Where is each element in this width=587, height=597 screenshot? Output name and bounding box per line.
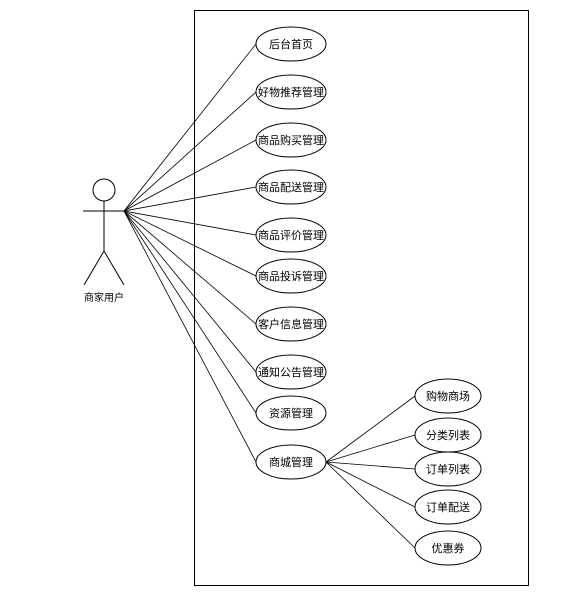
sub-association-s3 (325, 461, 416, 470)
actor-head (92, 178, 116, 202)
use-case-uc7: 客户信息管理 (255, 306, 327, 342)
association-uc9 (123, 210, 257, 414)
use-case-ellipse (255, 169, 327, 205)
use-case-label: 通知公告管理 (258, 365, 324, 379)
use-case-ellipse (255, 444, 327, 480)
sub-use-case-ellipse (414, 530, 482, 566)
use-case-ellipse (255, 26, 327, 62)
association-uc10 (123, 210, 257, 463)
sub-use-case-s5: 优惠券 (414, 530, 482, 566)
sub-use-case-ellipse (414, 378, 482, 414)
use-case-label: 客户信息管理 (258, 317, 324, 331)
association-uc8 (123, 210, 257, 373)
use-cases: 后台首页好物推荐管理商品购买管理商品配送管理商品评价管理商品投诉管理客户信息管理… (255, 26, 327, 480)
association-uc3 (123, 139, 257, 212)
actor-label: 商家用户 (84, 291, 124, 304)
use-case-uc10: 商城管理 (255, 444, 327, 480)
use-case-uc8: 通知公告管理 (255, 354, 327, 390)
use-case-ellipse (255, 74, 327, 110)
use-case-ellipse (255, 306, 327, 342)
association-uc5 (123, 210, 257, 236)
use-case-uc3: 商品购买管理 (255, 122, 327, 158)
use-case-uc2: 好物推荐管理 (255, 74, 327, 110)
actor-right-leg (103, 250, 125, 286)
association-uc1 (123, 43, 257, 212)
use-case-uc4: 商品配送管理 (255, 169, 327, 205)
use-case-label: 商品投诉管理 (258, 269, 324, 283)
sub-use-case-s2: 分类列表 (414, 417, 482, 453)
association-uc7 (123, 210, 257, 325)
use-case-label: 好物推荐管理 (258, 85, 324, 99)
use-case-label: 后台首页 (269, 37, 313, 51)
association-uc2 (123, 91, 257, 212)
sub-use-case-label: 购物商场 (426, 389, 470, 403)
use-case-label: 商品评价管理 (258, 228, 324, 242)
use-case-label: 商品购买管理 (258, 133, 324, 147)
use-case-uc5: 商品评价管理 (255, 217, 327, 253)
use-case-uc6: 商品投诉管理 (255, 258, 327, 294)
use-case-ellipse (255, 217, 327, 253)
system-boundary (194, 10, 529, 586)
sub-use-case-label: 订单列表 (426, 462, 470, 476)
association-uc6 (123, 210, 257, 277)
actor-associations (123, 43, 257, 463)
sub-use-case-ellipse (414, 489, 482, 525)
sub-associations (325, 395, 416, 549)
actor-figure (83, 178, 125, 286)
use-case-label: 商品配送管理 (258, 180, 324, 194)
actor-left-leg (83, 250, 105, 286)
use-case-uc1: 后台首页 (255, 26, 327, 62)
sub-association-s1 (325, 395, 416, 463)
sub-use-case-label: 分类列表 (426, 428, 470, 442)
use-case-label: 资源管理 (269, 406, 313, 420)
sub-association-s2 (325, 434, 416, 463)
use-case-label: 商城管理 (269, 455, 313, 469)
sub-use-case-s1: 购物商场 (414, 378, 482, 414)
use-case-ellipse (255, 122, 327, 158)
use-case-ellipse (255, 258, 327, 294)
sub-association-s5 (325, 461, 416, 549)
association-uc4 (123, 186, 257, 212)
sub-use-case-label: 订单配送 (426, 500, 470, 514)
use-case-uc9: 资源管理 (255, 395, 327, 431)
sub-association-s4 (325, 461, 416, 508)
sub-use-case-ellipse (414, 451, 482, 487)
sub-use-case-s3: 订单列表 (414, 451, 482, 487)
use-case-ellipse (255, 395, 327, 431)
sub-use-case-label: 优惠券 (432, 541, 465, 555)
sub-use-case-s4: 订单配送 (414, 489, 482, 525)
use-case-ellipse (255, 354, 327, 390)
